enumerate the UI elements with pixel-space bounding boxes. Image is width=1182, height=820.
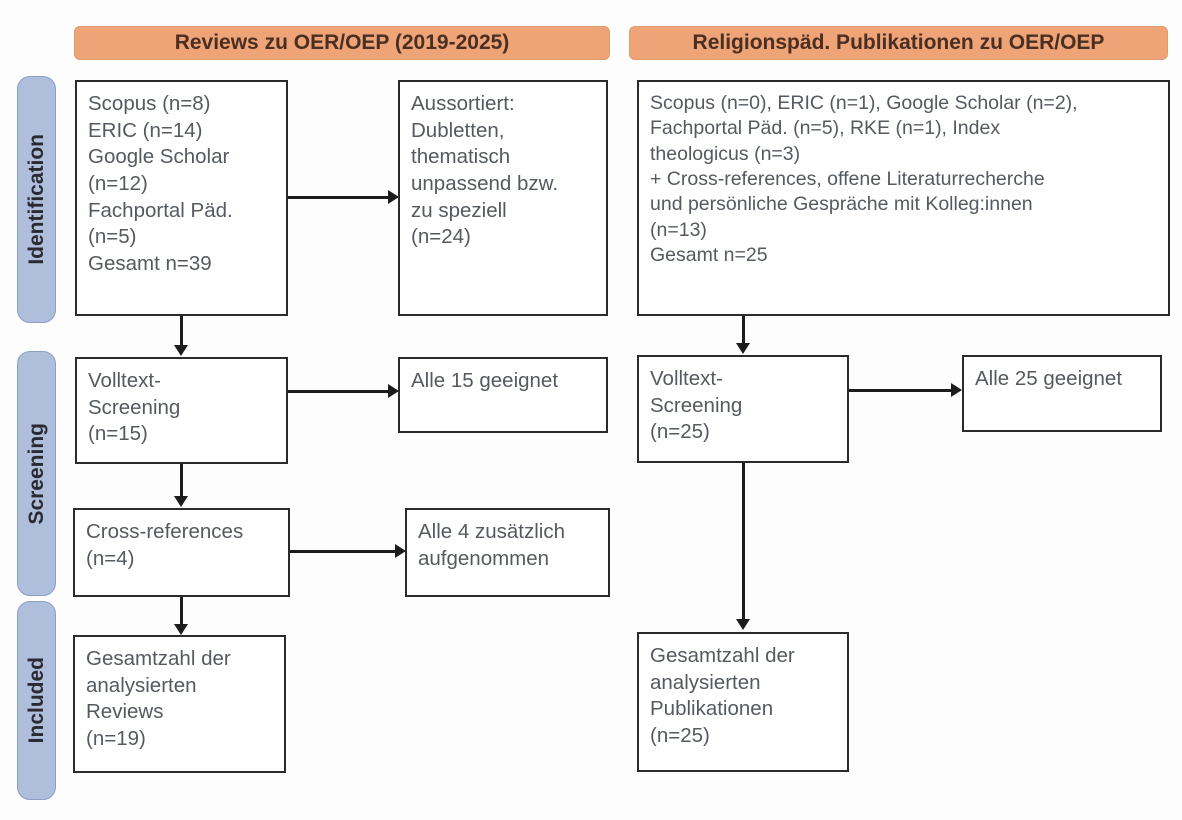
box-line: analysierten [650, 670, 761, 694]
column-header-right: Religionspäd. Publikationen zu OER/OEP [629, 26, 1168, 60]
box-line: ERIC (n=14) [88, 118, 203, 142]
connector-left-crossrefs-to-added [290, 550, 396, 553]
box-left-crossreferences-added: Alle 4 zusätzlich aufgenommen [405, 508, 610, 597]
connector-right-fulltext-to-included [742, 463, 745, 620]
box-line: und persönliche Gespräche mit Kolleg:inn… [650, 193, 1033, 216]
arrow-left-fulltext-to-crossrefs [174, 496, 188, 507]
arrow-right-fulltext-to-included [736, 619, 750, 630]
box-line: Screening [650, 393, 743, 417]
arrow-left-fulltext-to-eligible [388, 384, 399, 398]
box-line: (n=25) [650, 420, 710, 444]
box-line: Cross-references [86, 520, 244, 543]
box-line: unpassend bzw. [411, 171, 559, 195]
box-left-fulltext-screening: Volltext- Screening (n=15) [75, 357, 288, 464]
box-line: Gesamt n=39 [88, 251, 212, 275]
box-line: Aussortiert: [411, 92, 515, 115]
phase-bar-identification: Identification [17, 76, 56, 323]
box-line: Screening [88, 395, 181, 419]
box-line: Scopus (n=8) [88, 92, 211, 115]
phase-label-included: Included [24, 657, 48, 744]
box-right-fulltext-screening: Volltext- Screening (n=25) [637, 355, 849, 463]
box-line: Dubletten, [411, 118, 505, 142]
box-line: Gesamtzahl der [86, 647, 231, 670]
box-line: (n=12) [88, 171, 148, 195]
box-line: (n=25) [650, 723, 710, 747]
box-line: Fachportal Päd. (n=5), RKE (n=1), Index [650, 117, 1001, 140]
box-line: Alle 4 zusätzlich [418, 520, 565, 543]
box-line: Reviews [86, 700, 164, 724]
box-right-eligible: Alle 25 geeignet [962, 355, 1162, 432]
box-left-included-total: Gesamtzahl der analysierten Reviews (n=1… [73, 635, 286, 773]
arrow-right-sources-to-fulltext [736, 343, 750, 354]
box-line: aufgenommen [418, 546, 550, 570]
box-line: Alle 25 geeignet [975, 367, 1123, 390]
box-line: (n=15) [88, 422, 148, 446]
box-line: (n=5) [88, 225, 137, 249]
box-line: Volltext- [88, 369, 161, 392]
box-line: Volltext- [650, 367, 723, 390]
box-line: Google Scholar [88, 145, 230, 169]
box-line: Gesamt n=25 [650, 244, 768, 267]
box-left-excluded: Aussortiert: Dubletten, thematisch unpas… [398, 80, 608, 316]
box-line: thematisch [411, 145, 511, 169]
arrow-left-sources-to-fulltext [174, 345, 188, 356]
box-line: + Cross-references, offene Literaturrech… [650, 168, 1045, 191]
box-line: Publikationen [650, 697, 774, 721]
box-line: (n=4) [86, 546, 135, 570]
connector-left-crossrefs-to-included [180, 597, 183, 626]
box-line: Fachportal Päd. [88, 198, 233, 222]
connector-left-sources-to-excluded [288, 196, 389, 199]
connector-left-sources-to-fulltext [180, 316, 183, 346]
box-right-sources: Scopus (n=0), ERIC (n=1), Google Scholar… [637, 80, 1170, 316]
arrow-left-crossrefs-to-included [174, 624, 188, 635]
phase-bar-screening: Screening [17, 351, 56, 596]
box-line: theologicus (n=3) [650, 142, 801, 165]
box-line: Gesamtzahl der [650, 644, 795, 667]
phase-bar-included: Included [17, 601, 56, 800]
box-right-included-total: Gesamtzahl der analysierten Publikatione… [637, 632, 849, 772]
connector-left-fulltext-to-eligible [288, 390, 389, 393]
column-header-left: Reviews zu OER/OEP (2019-2025) [74, 26, 610, 60]
phase-label-identification: Identification [24, 134, 48, 265]
box-left-crossreferences: Cross-references (n=4) [73, 508, 290, 597]
box-left-eligible: Alle 15 geeignet [398, 357, 608, 433]
connector-right-sources-to-fulltext [742, 316, 745, 344]
box-line: Scopus (n=0), ERIC (n=1), Google Scholar… [650, 92, 1078, 114]
box-left-sources: Scopus (n=8) ERIC (n=14) Google Scholar … [75, 80, 288, 316]
arrow-right-fulltext-to-eligible [951, 383, 962, 397]
arrow-left-crossrefs-to-added [395, 544, 406, 558]
box-line: (n=13) [650, 218, 707, 241]
connector-left-fulltext-to-crossrefs [180, 464, 183, 497]
box-line: (n=24) [411, 225, 471, 249]
box-line: zu speziell [411, 198, 507, 222]
arrow-left-sources-to-excluded [388, 190, 399, 204]
connector-right-fulltext-to-eligible [849, 389, 953, 392]
box-line: (n=19) [86, 726, 146, 750]
box-line: Alle 15 geeignet [411, 369, 559, 392]
box-line: analysierten [86, 673, 197, 697]
phase-label-screening: Screening [24, 422, 48, 525]
